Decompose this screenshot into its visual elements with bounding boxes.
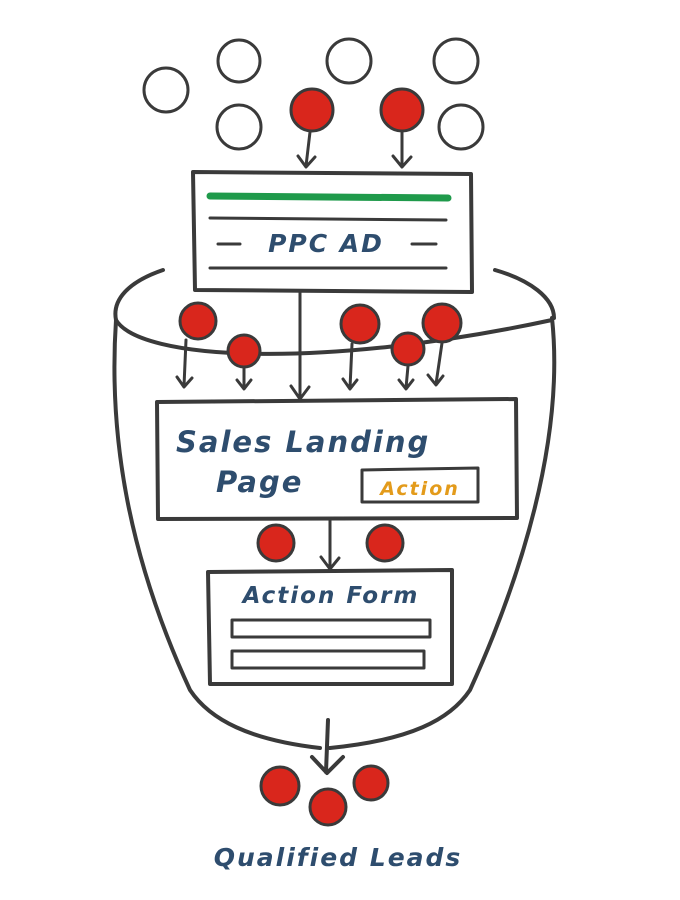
lead-circle <box>390 331 426 367</box>
ppc-ad-frame <box>191 170 474 294</box>
action-tag-label: Action <box>378 478 460 500</box>
ppc-ad-label: PPC AD <box>268 229 384 258</box>
prospect-circle <box>215 103 263 151</box>
landing-page-title-line1: Sales Landing <box>176 425 430 459</box>
arrow <box>391 130 413 169</box>
lead-circle <box>352 764 390 802</box>
lead-circle <box>421 302 463 344</box>
lead-circle <box>259 765 301 807</box>
action-tag-frame <box>360 466 480 504</box>
ppc-ad-box: PPC AD <box>191 170 474 294</box>
landing-page-title-line2: Page <box>216 465 303 499</box>
prospect-circle <box>437 103 485 151</box>
funnel-right-wall <box>328 316 557 750</box>
output-arrow <box>310 718 345 775</box>
lead-circle <box>178 301 218 341</box>
form-field <box>230 618 432 639</box>
landing-page-box: Sales Landing Page Action <box>155 397 519 521</box>
qualified-leads-label: Qualified Leads <box>214 843 463 872</box>
action-form-box: Action Form <box>206 568 454 686</box>
lead-circle <box>308 787 348 827</box>
qualified-leads <box>259 764 390 827</box>
arrow <box>235 366 253 391</box>
arrow <box>296 130 317 169</box>
lead-circle <box>365 523 405 563</box>
funnel-rim-back <box>493 268 556 320</box>
lead-circle <box>256 523 296 563</box>
ppc-ad-headline-bar <box>206 192 452 202</box>
prospect-circle <box>216 38 262 84</box>
lead-circle <box>289 87 335 133</box>
ppc-ad-line <box>208 216 448 222</box>
clicking-leads <box>289 87 425 169</box>
action-form-frame <box>206 568 454 686</box>
lead-circle <box>379 87 425 133</box>
arrow <box>426 341 445 387</box>
flow-arrow <box>319 518 341 571</box>
converting-leads <box>256 518 405 571</box>
prospect-circles <box>142 37 485 151</box>
funnel-left-wall <box>112 318 322 750</box>
prospect-circle <box>432 37 480 85</box>
flow-arrow <box>289 290 311 401</box>
lead-circle <box>226 333 262 369</box>
funnel-leads <box>175 301 463 391</box>
funnel-rim-back <box>113 268 165 322</box>
landing-page-frame <box>155 397 519 521</box>
arrow <box>341 342 359 391</box>
arrow <box>397 364 415 391</box>
action-form-label: Action Form <box>241 583 420 609</box>
prospect-circle <box>142 66 190 114</box>
form-field <box>230 649 426 670</box>
lead-circle <box>339 303 381 345</box>
prospect-circle <box>325 37 373 85</box>
arrow <box>175 338 194 389</box>
funnel-outline <box>112 268 557 750</box>
